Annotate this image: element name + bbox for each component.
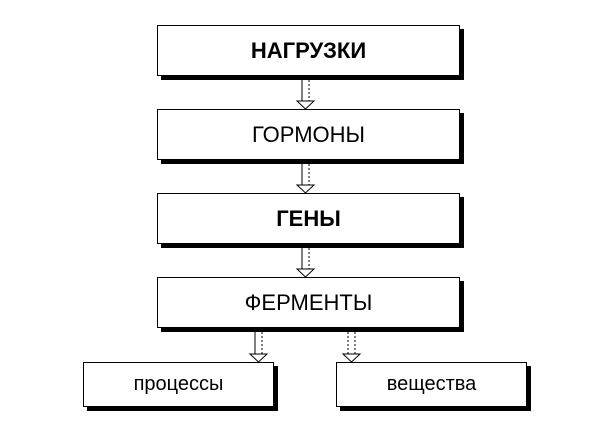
box-veshchestva: вещества xyxy=(336,362,527,407)
box-gormony-label: ГОРМОНЫ xyxy=(251,121,366,147)
box-procesy: процессы xyxy=(83,362,274,407)
box-nagruzki: НАГРУЗКИ xyxy=(157,25,460,76)
arrow-fermenty-to-veshchestva xyxy=(341,332,362,363)
box-veshchestva-label: вещества xyxy=(386,373,477,395)
box-geny: ГЕНЫ xyxy=(157,193,460,244)
arrow-fermenty-to-procesy xyxy=(248,332,269,363)
box-fermenty: ФЕРМЕНТЫ xyxy=(157,277,460,328)
box-geny-label: ГЕНЫ xyxy=(276,205,341,231)
box-gormony: ГОРМОНЫ xyxy=(157,109,460,160)
arrow-gormony-to-geny xyxy=(295,164,316,194)
box-fermenty-label: ФЕРМЕНТЫ xyxy=(244,289,373,315)
box-nagruzki-label: НАГРУЗКИ xyxy=(250,37,367,63)
arrow-geny-to-fermenty xyxy=(295,248,316,278)
arrow-nagruzki-to-gormony xyxy=(295,80,316,110)
box-procesy-label: процессы xyxy=(133,373,224,395)
